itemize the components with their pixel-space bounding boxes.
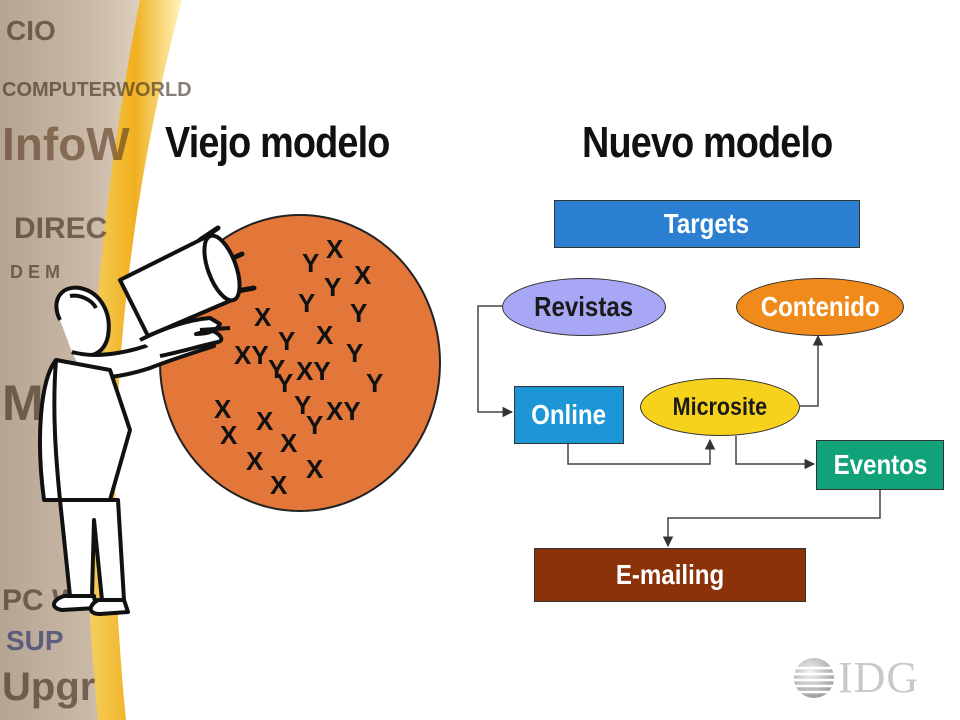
revistas-ellipse: Revistas <box>502 278 666 336</box>
microsite-label: Microsite <box>672 392 768 421</box>
connector-eventos-emailing <box>662 490 881 548</box>
globe-icon <box>794 657 834 698</box>
audience-letter: X <box>214 394 232 424</box>
new-model-title: Nuevo modelo <box>582 118 833 167</box>
old-model-title: Viejo modelo <box>165 118 390 167</box>
targets-label: Targets <box>664 208 750 239</box>
audience-letter: Y <box>346 338 363 368</box>
audience-letter: Y <box>302 248 319 278</box>
audience-letter: XY <box>326 396 361 426</box>
contenido-ellipse: Contenido <box>736 278 904 336</box>
audience-letter: X <box>254 302 272 332</box>
audience-letter: Y <box>350 298 367 328</box>
bg-magazine-text: SUP <box>6 625 64 656</box>
audience-letter: XY <box>296 356 331 386</box>
online-label: Online <box>531 399 607 430</box>
audience-letter: X <box>270 470 288 500</box>
audience-letter: Y <box>324 272 341 302</box>
audience-letter: Y <box>268 354 285 384</box>
audience-letter: Y <box>294 390 311 420</box>
emailing-box: E-mailing <box>534 548 806 602</box>
connector-revistas-online <box>477 305 514 418</box>
audience-letter: Y <box>278 326 295 356</box>
audience-letter: Y <box>366 368 383 398</box>
eventos-label: Eventos <box>833 449 927 480</box>
audience-letter: Y <box>276 368 293 398</box>
connector-microsite-eventos <box>735 436 816 470</box>
connector-microsite-contenido <box>800 334 824 407</box>
audience-letter: X <box>326 234 344 264</box>
audience-letter: X <box>280 428 298 458</box>
bg-magazine-text: CIO <box>6 15 56 46</box>
bg-magazine-text: COMPUTERWORLD <box>2 79 192 101</box>
audience-letter: Y <box>298 288 315 318</box>
audience-letter: X <box>316 320 334 350</box>
audience-letter: X <box>306 454 324 484</box>
idg-logo: IDG <box>790 652 919 703</box>
audience-letter: X <box>354 260 372 290</box>
online-box: Online <box>514 386 624 444</box>
idg-logo-text: IDG <box>838 653 920 702</box>
bg-magazine-text: InfoW <box>2 118 130 170</box>
audience-letter: XY <box>234 340 269 370</box>
man-with-megaphone-icon <box>38 233 242 616</box>
targets-box: Targets <box>554 200 860 248</box>
audience-letter: Y <box>306 410 323 440</box>
emailing-label: E-mailing <box>615 559 725 590</box>
connector-online-microsite <box>567 438 716 465</box>
bg-magazine-text: M <box>2 375 44 431</box>
audience-letter: X <box>220 420 238 450</box>
bg-magazine-text: DIREC <box>14 212 107 245</box>
audience-letter: X <box>256 406 274 436</box>
audience-letter: X <box>246 446 264 476</box>
contenido-label: Contenido <box>760 291 880 322</box>
bg-magazine-text: D E M <box>10 262 60 282</box>
eventos-box: Eventos <box>816 440 944 490</box>
microsite-ellipse: Microsite <box>640 378 800 436</box>
revistas-label: Revistas <box>534 291 634 322</box>
bg-magazine-text: Upgr <box>2 665 95 709</box>
